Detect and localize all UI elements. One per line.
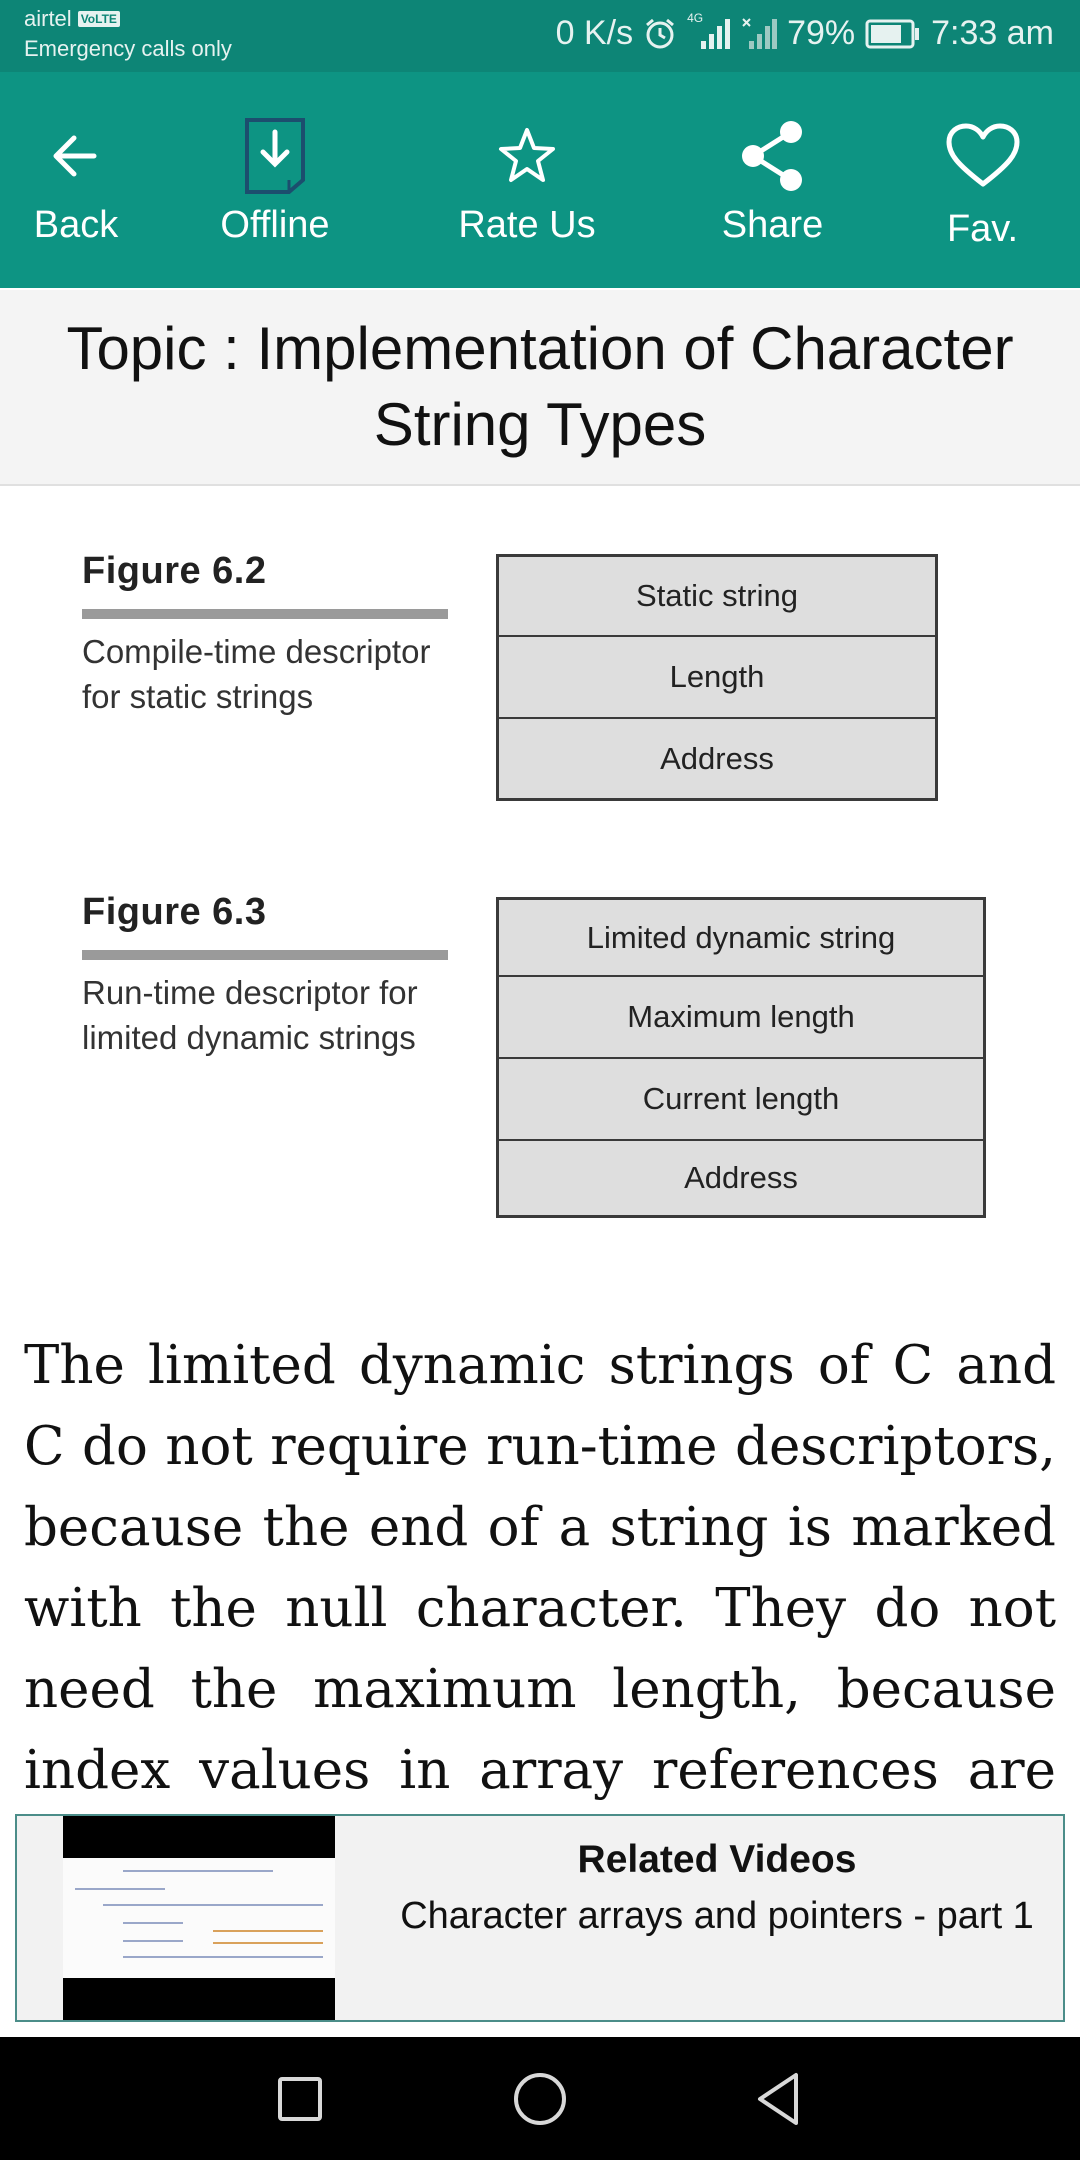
back-triangle-icon[interactable]	[750, 2069, 810, 2129]
arrow-left-icon	[48, 116, 104, 196]
descriptor-cell: Address	[684, 1160, 798, 1195]
related-videos-heading: Related Videos	[577, 1838, 857, 1881]
figure-caption: Run-time descriptor for limited dynamic …	[82, 974, 418, 1056]
share-button[interactable]: Share	[690, 72, 855, 288]
figure-divider	[82, 609, 448, 619]
related-video-card[interactable]: Related Videos Character arrays and poin…	[15, 1814, 1065, 2022]
share-icon	[735, 116, 811, 196]
recents-square-icon[interactable]	[270, 2069, 330, 2129]
volte-badge: VoLTE	[77, 11, 120, 27]
status-bar: airtel VoLTE Emergency calls only 0 K/s …	[0, 0, 1080, 72]
battery-icon	[865, 19, 921, 49]
system-nav-bar	[0, 2037, 1080, 2160]
descriptor-cell: Length	[499, 637, 935, 719]
network-type: 4G	[687, 10, 704, 25]
figure-6-3-label: Figure 6.3 Run-time descriptor for limit…	[82, 891, 462, 1060]
signal-no-sim-icon	[741, 17, 778, 51]
clock-time: 7:33 am	[931, 14, 1054, 52]
top-toolbar: Back Offline Rate Us Share Fav.	[0, 72, 1080, 288]
article-body-text: The limited dynamic strings of C and C d…	[24, 1335, 1056, 1801]
heart-icon	[945, 116, 1021, 196]
star-icon	[495, 116, 559, 196]
carrier-info: airtel VoLTE Emergency calls only	[24, 6, 232, 62]
emergency-calls-text: Emergency calls only	[24, 36, 232, 61]
favorite-button[interactable]: Fav.	[905, 72, 1060, 288]
video-thumbnail[interactable]	[63, 1816, 335, 2020]
signal-4g-icon: 4G	[687, 11, 731, 51]
descriptor-cell: Limited dynamic string	[499, 900, 983, 977]
battery-percent: 79%	[787, 14, 856, 52]
static-string-descriptor: Static string Length Address	[496, 554, 938, 801]
back-button[interactable]: Back	[0, 72, 152, 288]
offline-button[interactable]: Offline	[185, 72, 365, 288]
related-video-title[interactable]: Character arrays and pointers - part 1	[400, 1895, 1034, 1937]
rate-us-label: Rate Us	[458, 204, 596, 246]
figure-divider	[82, 950, 448, 960]
back-label: Back	[33, 204, 119, 246]
topic-header: Topic : Implementation of Character Stri…	[0, 290, 1080, 486]
network-speed: 0 K/s	[555, 14, 634, 52]
carrier-name: airtel	[24, 6, 72, 31]
thumbnail-whiteboard	[63, 1858, 335, 1978]
topic-title: Topic : Implementation of Character Stri…	[66, 315, 1014, 458]
favorite-label: Fav.	[946, 208, 1019, 250]
related-video-info: Related Videos Character arrays and poin…	[367, 1816, 1067, 2020]
limited-dynamic-string-descriptor: Limited dynamic string Maximum length Cu…	[496, 897, 986, 1218]
figure-6-2-label: Figure 6.2 Compile-time descriptor for s…	[82, 550, 462, 719]
share-label: Share	[721, 204, 824, 246]
download-document-icon	[243, 116, 307, 196]
descriptor-cell: Address	[660, 740, 774, 776]
offline-label: Offline	[220, 204, 330, 246]
rate-us-button[interactable]: Rate Us	[432, 72, 622, 288]
figure-title: Figure 6.2	[82, 550, 267, 592]
figure-title: Figure 6.3	[82, 891, 267, 933]
figure-caption: Compile-time descriptor for static strin…	[82, 633, 431, 715]
descriptor-cell: Maximum length	[499, 977, 983, 1059]
status-indicators: 0 K/s 4G 79% 7:33 am	[555, 11, 1054, 53]
alarm-icon	[643, 17, 677, 51]
descriptor-cell: Static string	[499, 557, 935, 637]
descriptor-cell: Current length	[499, 1059, 983, 1141]
home-circle-icon[interactable]	[510, 2069, 570, 2129]
